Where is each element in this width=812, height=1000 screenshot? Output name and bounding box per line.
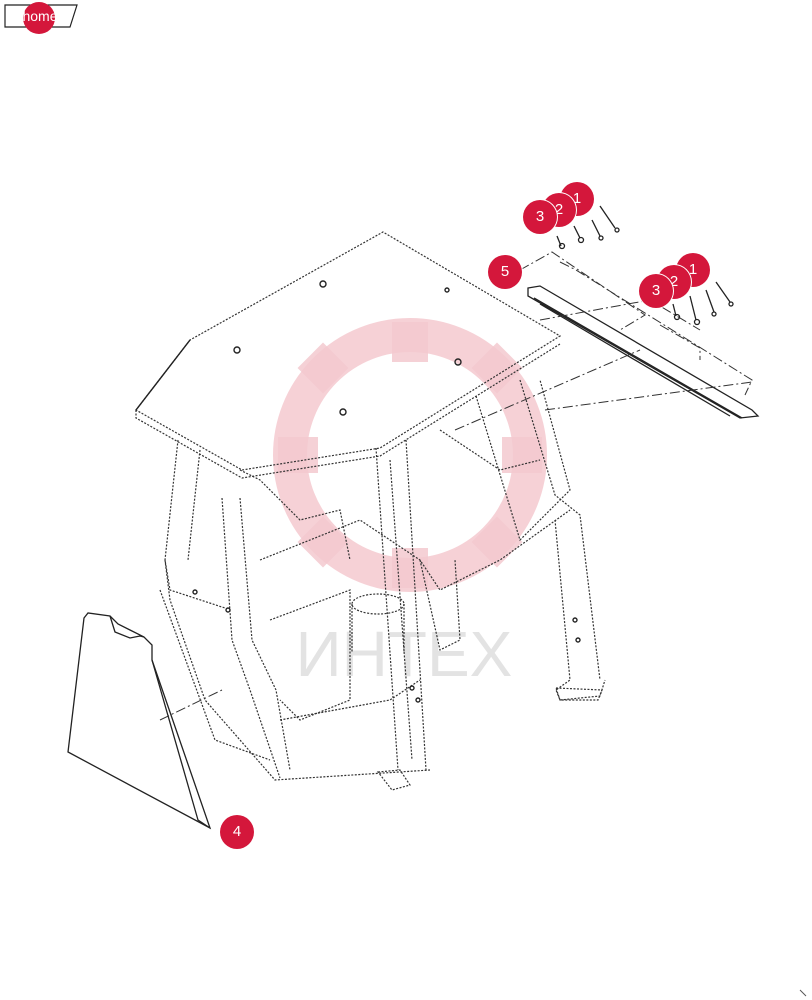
callout-5[interactable]: 5 <box>488 255 522 289</box>
home-label: home <box>22 8 58 24</box>
fasteners-group-b <box>672 281 734 326</box>
callout-3-group-b[interactable]: 3 <box>639 274 673 308</box>
watermark-gear-teeth <box>278 322 542 588</box>
callout-4[interactable]: 4 <box>220 815 254 849</box>
side-panel-part-4 <box>67 612 212 830</box>
rail-part-5 <box>527 285 760 419</box>
cab-frame <box>135 231 606 791</box>
fasteners-group-a <box>556 205 620 250</box>
cab-frame-solid-accents <box>135 280 581 703</box>
home-button[interactable]: home <box>4 2 78 34</box>
home-badge <box>23 2 55 34</box>
corner-mark <box>799 989 807 997</box>
panel-leader-line <box>159 689 223 721</box>
callout-3-group-a[interactable]: 3 <box>523 200 557 234</box>
